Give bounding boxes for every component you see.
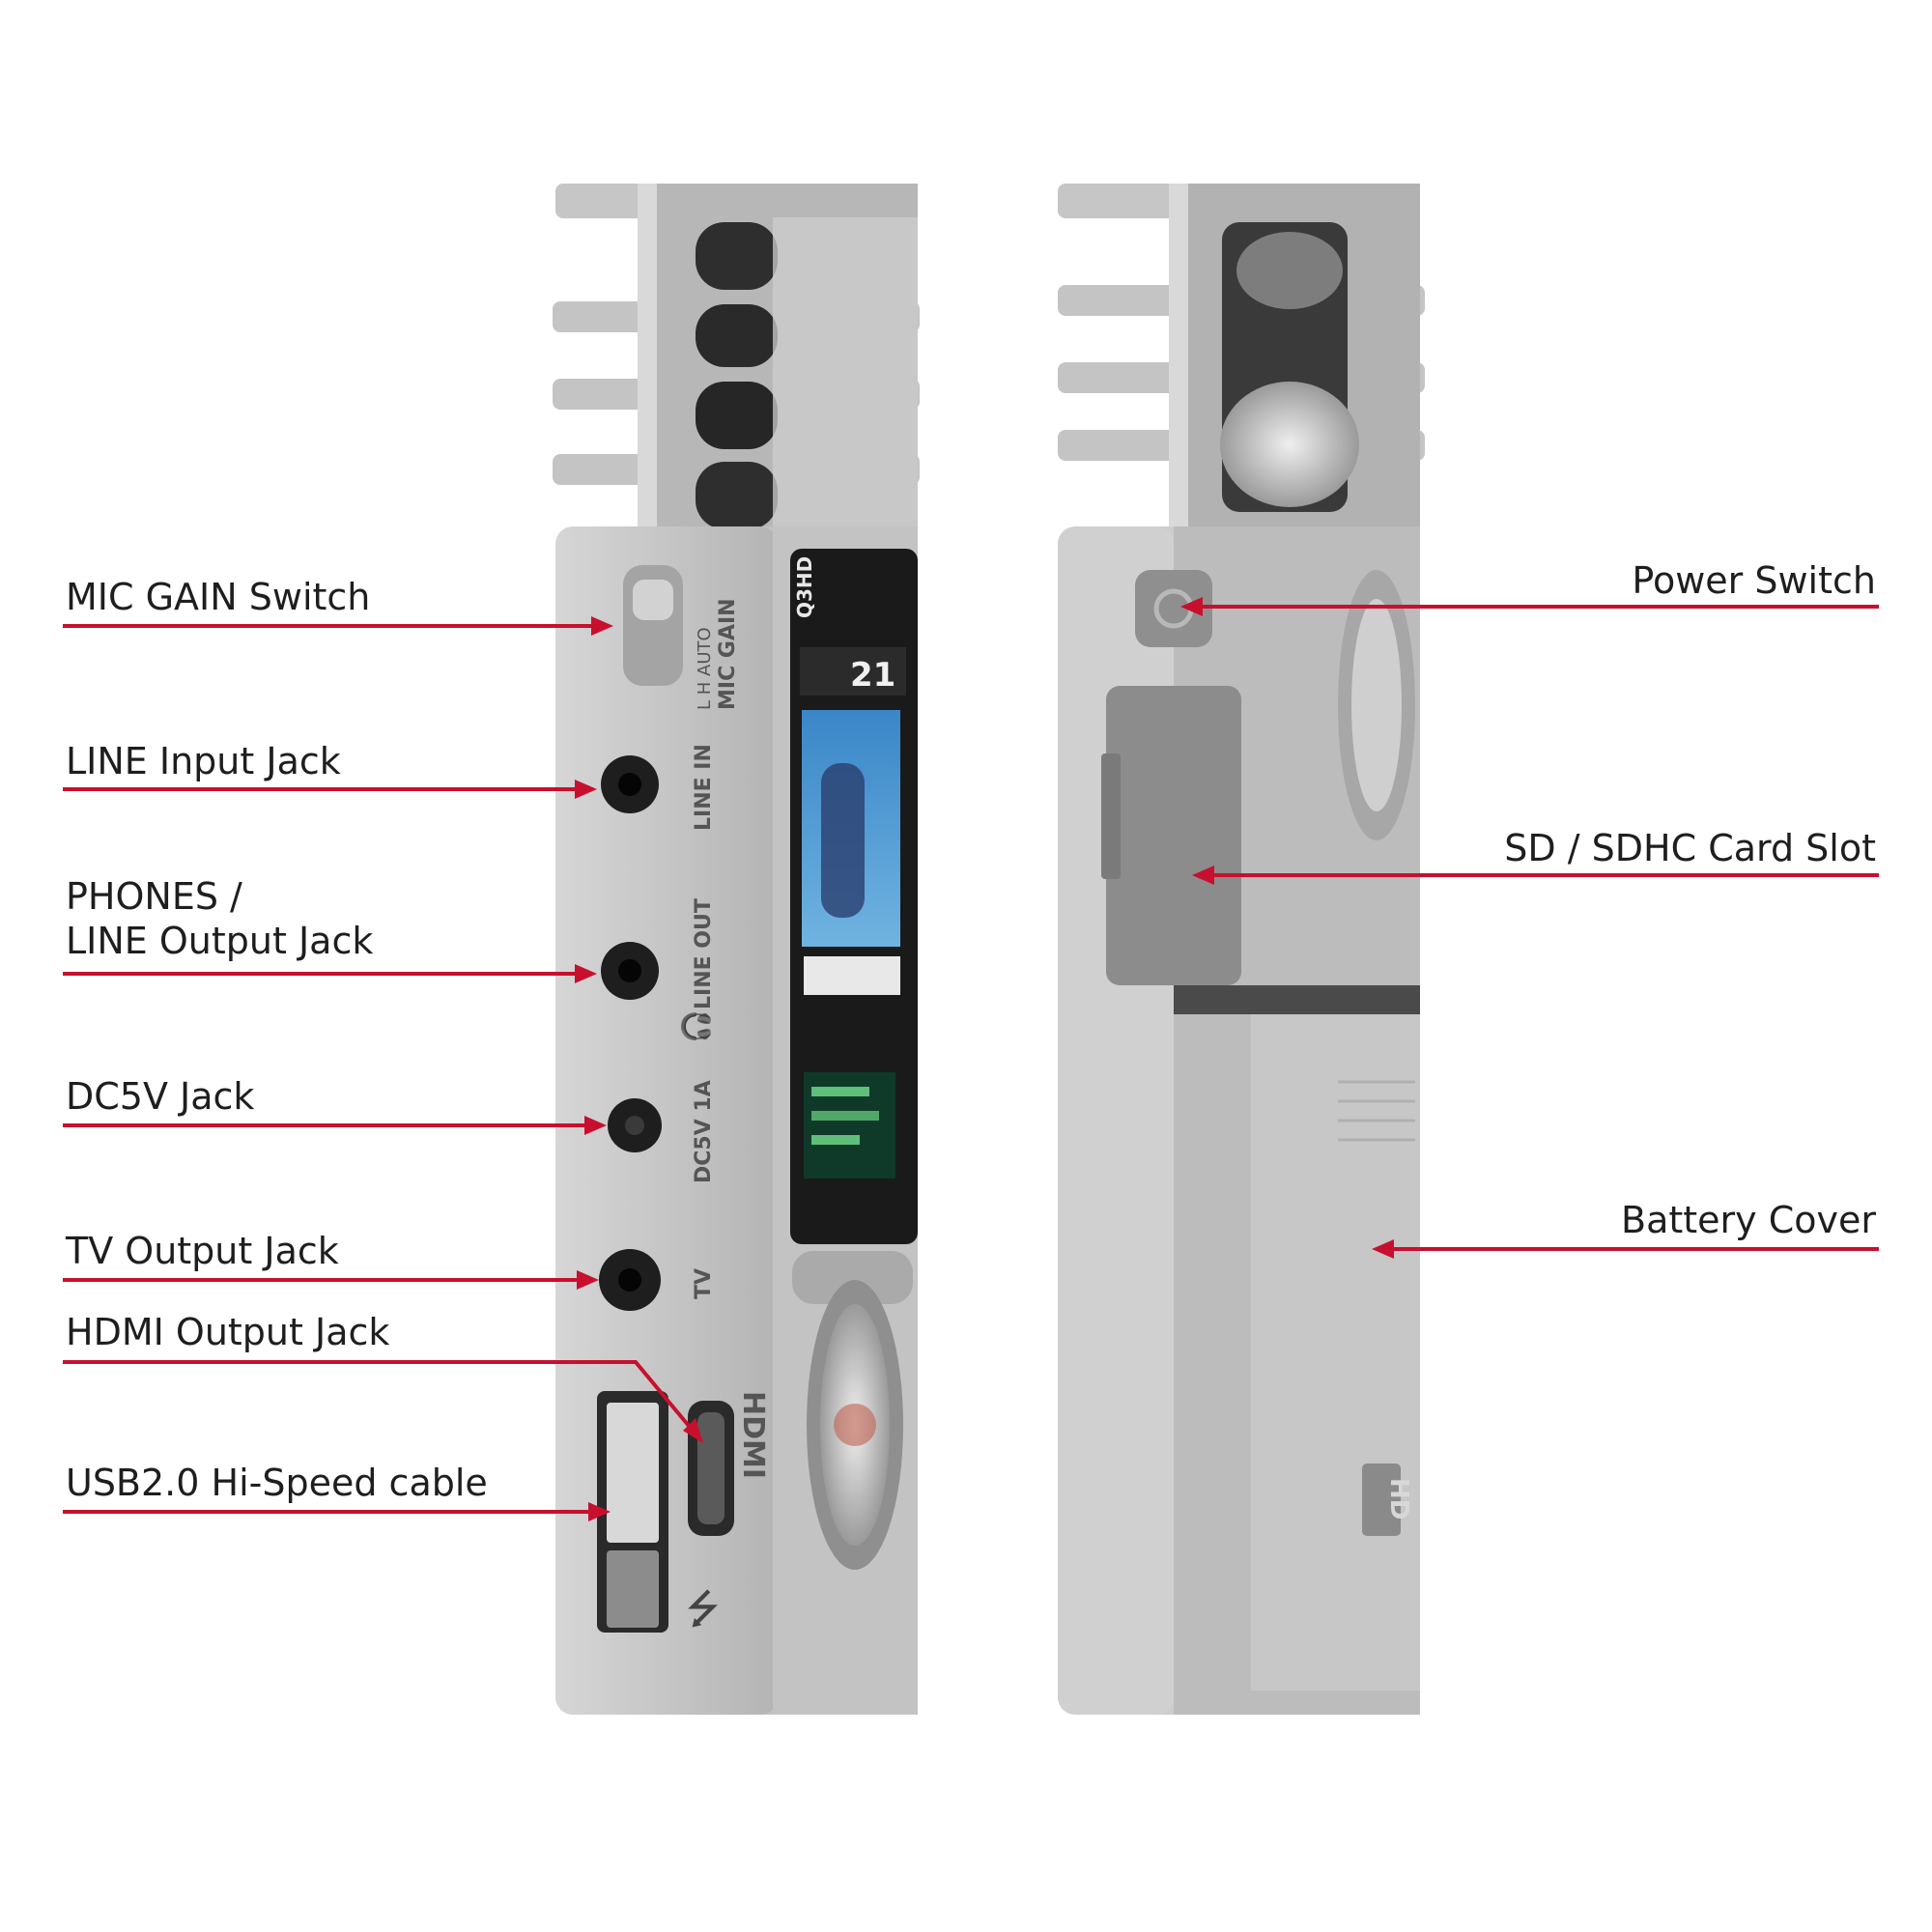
hdmi-engraving: HDMI bbox=[736, 1391, 770, 1479]
right-mic-cage bbox=[1058, 184, 1425, 531]
right-device: HD bbox=[1058, 184, 1425, 1715]
model-logo: Q3HD bbox=[793, 556, 816, 618]
leader-lines bbox=[63, 597, 1879, 1521]
label-hdmi-output-jack: HDMI Output Jack bbox=[66, 1311, 390, 1353]
sd-card-slot[interactable] bbox=[1106, 686, 1241, 985]
usb-icon: ⭍ bbox=[686, 1585, 720, 1633]
label-phones-line-output-jack: PHONES / LINE Output Jack bbox=[66, 874, 373, 963]
line-in-engraving: LINE IN bbox=[692, 744, 716, 831]
label-battery-cover: Battery Cover bbox=[1621, 1199, 1876, 1241]
tv-engraving: TV bbox=[692, 1268, 716, 1299]
mic-gain-engraving: MIC GAIN bbox=[716, 598, 740, 710]
mic-capsule-mesh bbox=[1220, 382, 1359, 507]
label-phones-line1: PHONES / bbox=[66, 875, 242, 918]
label-tv-output-jack: TV Output Jack bbox=[66, 1230, 339, 1272]
label-phones-line2: LINE Output Jack bbox=[66, 920, 374, 962]
hd-badge bbox=[1362, 1463, 1401, 1536]
label-power-switch: Power Switch bbox=[1632, 559, 1876, 602]
label-dc5v-jack: DC5V Jack bbox=[66, 1075, 255, 1118]
label-sd-card-slot: SD / SDHC Card Slot bbox=[1504, 827, 1876, 869]
headphone-icon: 🎧 bbox=[680, 1009, 712, 1043]
dc5v-engraving: DC5V 1A bbox=[692, 1080, 716, 1183]
label-mic-gain-switch: MIC GAIN Switch bbox=[66, 576, 371, 618]
left-device: MIC GAIN L H AUTO LINE IN LINE OUT 🎧 DC5… bbox=[553, 184, 920, 1715]
left-mic-cage bbox=[553, 184, 920, 541]
label-usb-cable: USB2.0 Hi-Speed cable bbox=[66, 1462, 488, 1504]
battery-cover[interactable] bbox=[1251, 1014, 1420, 1690]
hd-badge-text: HD bbox=[1384, 1478, 1413, 1520]
screen-counter: 21 bbox=[850, 656, 895, 695]
label-line-input-jack: LINE Input Jack bbox=[66, 740, 341, 782]
mic-gain-modes-engraving: L H AUTO bbox=[695, 627, 715, 710]
line-out-engraving: LINE OUT bbox=[692, 898, 716, 1009]
power-switch[interactable] bbox=[1135, 570, 1212, 647]
